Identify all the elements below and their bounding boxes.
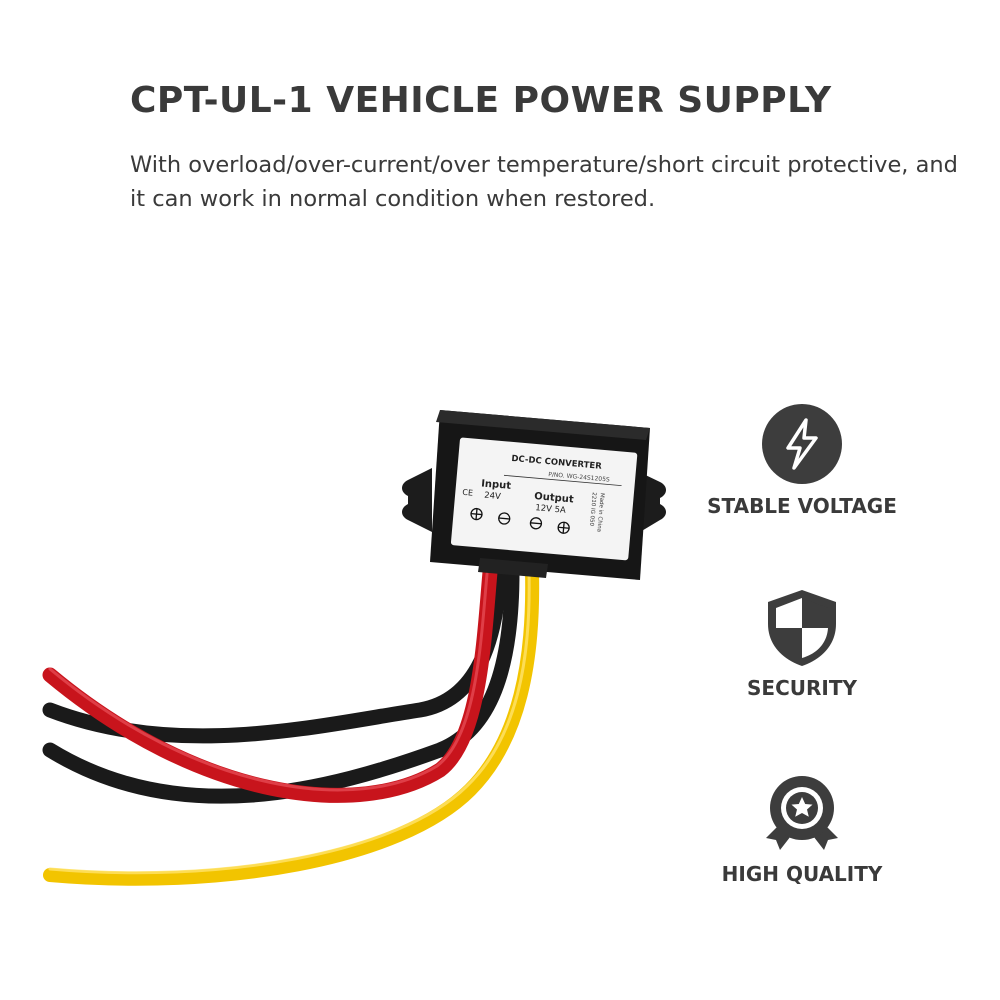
wire-yellow <box>43 565 540 886</box>
label-input-value: 24V <box>484 491 502 502</box>
feature-label-high-quality: HIGH QUALITY <box>721 862 883 886</box>
cable-boot <box>478 558 548 578</box>
label-ce-mark: CE <box>462 488 473 498</box>
mount-flange-left <box>402 468 432 532</box>
product-image: DC-DC CONVERTER P/NO. WG-24S1205S CE Inp… <box>42 410 666 886</box>
wire-yellow-highlight <box>48 570 531 875</box>
feature-label-security: SECURITY <box>747 676 857 700</box>
label-side-text-2: 2210 IG 050 <box>588 492 597 527</box>
feature-high-quality: HIGH QUALITY <box>682 772 922 886</box>
label-input-title: Input <box>481 478 512 492</box>
converter-label: DC-DC CONVERTER P/NO. WG-24S1205S CE Inp… <box>450 437 638 561</box>
page-title: CPT-UL-1 VEHICLE POWER SUPPLY <box>130 80 832 121</box>
feature-stable-voltage: STABLE VOLTAGE <box>682 402 922 518</box>
label-output-title: Output <box>534 491 574 505</box>
lightning-icon <box>762 404 842 484</box>
page-subtitle: With overload/over-current/over temperat… <box>130 152 958 212</box>
feature-security: SECURITY <box>682 588 922 700</box>
wire-bundle <box>42 564 540 886</box>
feature-label-stable-voltage: STABLE VOLTAGE <box>707 494 897 518</box>
label-output-value: 12V 5A <box>535 503 566 516</box>
award-badge-icon <box>766 776 838 850</box>
converter-top-edge <box>436 410 650 440</box>
wire-red <box>42 564 498 803</box>
label-side-text-1: Made in China <box>595 493 604 533</box>
shield-icon <box>768 590 836 666</box>
terminal-symbols <box>470 507 570 534</box>
wire-black-back <box>42 564 520 804</box>
wire-red-highlight <box>48 572 489 792</box>
wire-black-front <box>42 564 508 744</box>
